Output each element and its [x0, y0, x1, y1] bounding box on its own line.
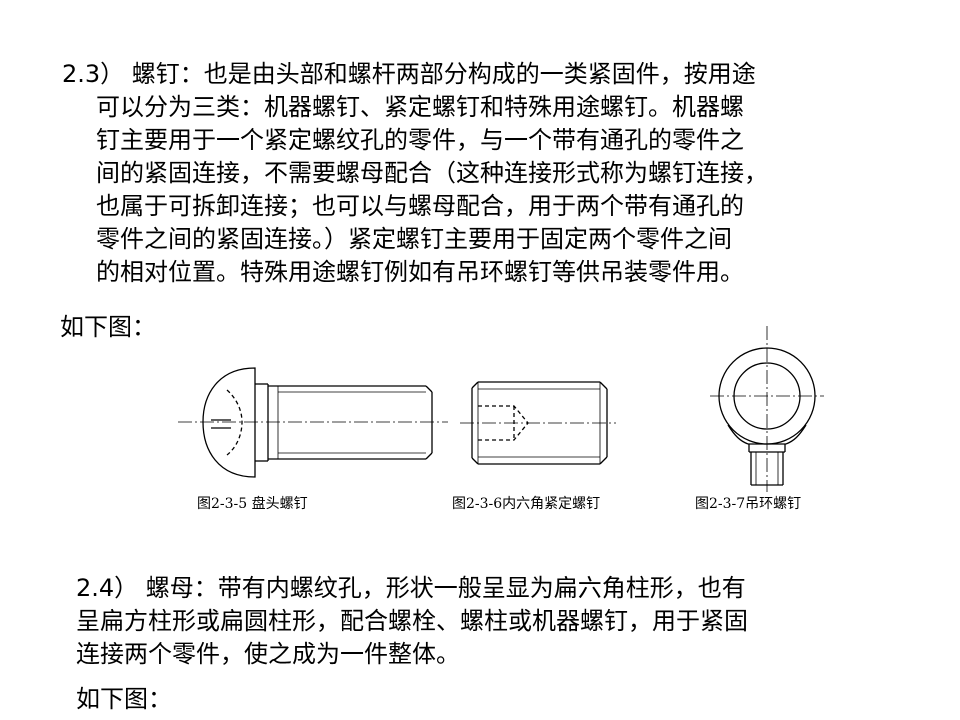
paragraph-line: 2.3） 螺钉：也是由头部和螺杆两部分构成的一类紧固件，按用途: [62, 60, 756, 88]
section-2-3-paragraph: 2.3） 螺钉：也是由头部和螺杆两部分构成的一类紧固件，按用途 可以分为三类：机…: [62, 58, 922, 289]
eye-bolt-drawing: [710, 326, 824, 492]
figure-caption: 图2-3-6内六角紧定螺钉: [452, 496, 601, 512]
paragraph-line: 零件之间的紧固连接。）紧定螺钉主要用于固定两个零件之间: [96, 225, 732, 253]
figure-intro-text: 如下图：: [76, 685, 172, 713]
paragraph-line: 钉主要用于一个紧定螺纹孔的零件，与一个带有通孔的零件之: [96, 126, 744, 154]
figure-caption: 图2-3-5 盘头螺钉: [197, 496, 308, 512]
paragraph-line: 连接两个零件，使之成为一件整体。: [76, 640, 460, 668]
paragraph-line: 间的紧固连接，不需要螺母配合（这种连接形式称为螺钉连接，: [96, 159, 768, 187]
figure-caption: 图2-3-7吊环螺钉: [695, 496, 802, 512]
section-2-4-paragraph: 2.4） 螺母：带有内螺纹孔，形状一般呈显为扁六角柱形，也有 呈扁方柱形或扁圆柱…: [76, 572, 936, 671]
set-screw-drawing: [460, 381, 616, 465]
paragraph-line: 也属于可拆卸连接；也可以与螺母配合，用于两个带有通孔的: [96, 192, 744, 220]
paragraph-line: 的相对位置。特殊用途螺钉例如有吊环螺钉等供吊装零件用。: [96, 258, 744, 286]
paragraph-line: 可以分为三类：机器螺钉、紧定螺钉和特殊用途螺钉。机器螺: [96, 93, 744, 121]
figure-intro-text: 如下图：: [60, 313, 156, 341]
paragraph-line: 呈扁方柱形或扁圆柱形，配合螺栓、螺柱或机器螺钉，用于紧固: [76, 607, 748, 635]
paragraph-line: 2.4） 螺母：带有内螺纹孔，形状一般呈显为扁六角柱形，也有: [76, 574, 746, 602]
pan-head-screw-drawing: [178, 367, 448, 478]
